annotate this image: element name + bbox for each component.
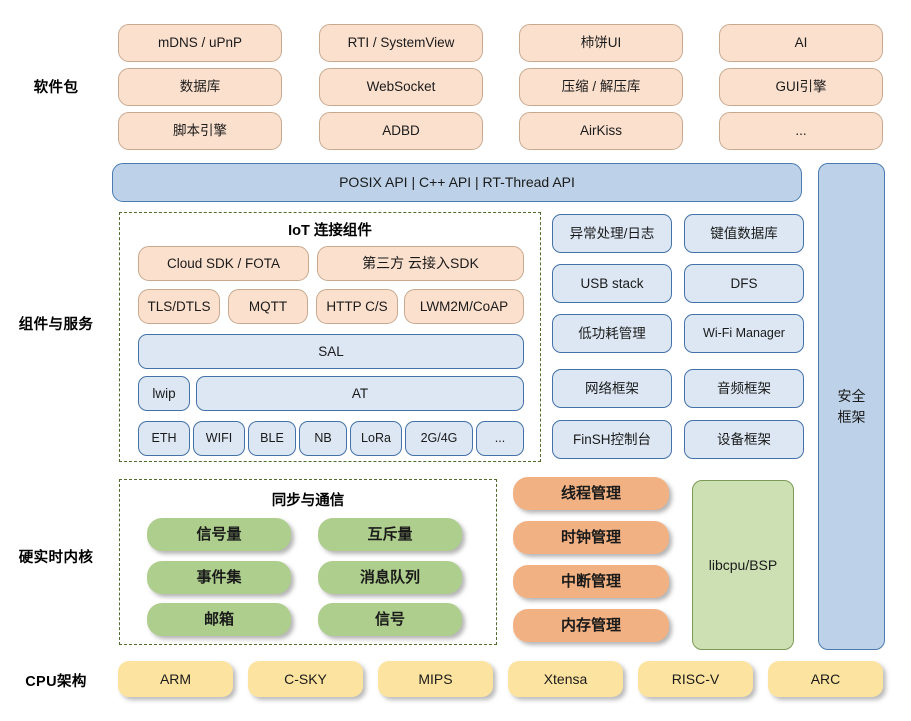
section-label-components-services: 组件与服务 bbox=[18, 317, 94, 333]
kernel-thread-management[interactable]: 线程管理 bbox=[513, 477, 669, 510]
component-wifi-manager[interactable]: Wi-Fi Manager bbox=[684, 314, 804, 353]
iot-at[interactable]: AT bbox=[196, 376, 524, 411]
package-compress-lib[interactable]: 压缩 / 解压库 bbox=[519, 68, 683, 106]
libcpu-bsp-panel[interactable]: libcpu/BSP bbox=[692, 480, 794, 650]
cpu-arch-mips[interactable]: MIPS bbox=[378, 661, 493, 697]
iot-group-box bbox=[119, 212, 541, 462]
kernel-memory-management[interactable]: 内存管理 bbox=[513, 609, 669, 642]
kernel-clock-management[interactable]: 时钟管理 bbox=[513, 521, 669, 554]
iot-group-title: IoT 连接组件 bbox=[288, 223, 372, 239]
section-label-software-package: 软件包 bbox=[33, 80, 79, 96]
kernel-mutex[interactable]: 互斥量 bbox=[318, 518, 462, 551]
component-exception-log[interactable]: 异常处理/日志 bbox=[552, 214, 672, 253]
package-more[interactable]: ... bbox=[719, 112, 883, 150]
component-finsh-console[interactable]: FinSH控制台 bbox=[552, 420, 672, 459]
section-label-cpu-arch: CPU架构 bbox=[25, 674, 87, 690]
package-gui-engine[interactable]: GUI引擎 bbox=[719, 68, 883, 106]
iot-link-2g4g[interactable]: 2G/4G bbox=[405, 421, 473, 456]
component-network-framework[interactable]: 网络框架 bbox=[552, 369, 672, 408]
cpu-arch-arm[interactable]: ARM bbox=[118, 661, 233, 697]
iot-sal[interactable]: SAL bbox=[138, 334, 524, 369]
iot-link-wifi[interactable]: WIFI bbox=[193, 421, 245, 456]
package-adbd[interactable]: ADBD bbox=[319, 112, 483, 150]
sync-comm-group-box bbox=[119, 479, 497, 645]
cpu-arch-csky[interactable]: C-SKY bbox=[248, 661, 363, 697]
kernel-semaphore[interactable]: 信号量 bbox=[147, 518, 291, 551]
package-persimmon-ui[interactable]: 柿饼UI bbox=[519, 24, 683, 62]
kernel-mailbox[interactable]: 邮箱 bbox=[147, 603, 291, 636]
api-bar[interactable]: POSIX API | C++ API | RT-Thread API bbox=[112, 163, 802, 202]
kernel-event-set[interactable]: 事件集 bbox=[147, 561, 291, 594]
package-websocket[interactable]: WebSocket bbox=[319, 68, 483, 106]
iot-cloud-sdk-fota[interactable]: Cloud SDK / FOTA bbox=[138, 246, 309, 281]
package-ai[interactable]: AI bbox=[719, 24, 883, 62]
package-database[interactable]: 数据库 bbox=[118, 68, 282, 106]
iot-lwip[interactable]: lwip bbox=[138, 376, 190, 411]
iot-link-lora[interactable]: LoRa bbox=[350, 421, 402, 456]
package-script-engine[interactable]: 脚本引擎 bbox=[118, 112, 282, 150]
iot-link-nb[interactable]: NB bbox=[299, 421, 347, 456]
package-mdns-upnp[interactable]: mDNS / uPnP bbox=[118, 24, 282, 62]
package-airkiss[interactable]: AirKiss bbox=[519, 112, 683, 150]
iot-lwm2m-coap[interactable]: LWM2M/CoAP bbox=[404, 289, 524, 324]
component-usb-stack[interactable]: USB stack bbox=[552, 264, 672, 303]
iot-link-ble[interactable]: BLE bbox=[248, 421, 296, 456]
security-framework-column[interactable]: 安全 框架 bbox=[818, 163, 885, 650]
iot-tls-dtls[interactable]: TLS/DTLS bbox=[138, 289, 220, 324]
iot-link-eth[interactable]: ETH bbox=[138, 421, 190, 456]
component-audio-framework[interactable]: 音频框架 bbox=[684, 369, 804, 408]
iot-third-party-cloud-sdk[interactable]: 第三方 云接入SDK bbox=[317, 246, 524, 281]
component-low-power[interactable]: 低功耗管理 bbox=[552, 314, 672, 353]
sync-comm-group-title: 同步与通信 bbox=[271, 493, 345, 509]
cpu-arch-riscv[interactable]: RISC-V bbox=[638, 661, 753, 697]
security-framework-line2: 框架 bbox=[837, 408, 866, 425]
cpu-arch-xtensa[interactable]: Xtensa bbox=[508, 661, 623, 697]
kernel-message-queue[interactable]: 消息队列 bbox=[318, 561, 462, 594]
cpu-arch-arc[interactable]: ARC bbox=[768, 661, 883, 697]
package-rti-systemview[interactable]: RTI / SystemView bbox=[319, 24, 483, 62]
component-dfs[interactable]: DFS bbox=[684, 264, 804, 303]
iot-mqtt[interactable]: MQTT bbox=[228, 289, 308, 324]
component-kv-database[interactable]: 键值数据库 bbox=[684, 214, 804, 253]
security-framework-line1: 安全 bbox=[837, 388, 866, 405]
component-device-framework[interactable]: 设备框架 bbox=[684, 420, 804, 459]
iot-link-more[interactable]: ... bbox=[476, 421, 524, 456]
kernel-interrupt-management[interactable]: 中断管理 bbox=[513, 565, 669, 598]
kernel-signal[interactable]: 信号 bbox=[318, 603, 462, 636]
iot-http-cs[interactable]: HTTP C/S bbox=[316, 289, 398, 324]
section-label-hard-realtime-kernel: 硬实时内核 bbox=[18, 550, 94, 566]
